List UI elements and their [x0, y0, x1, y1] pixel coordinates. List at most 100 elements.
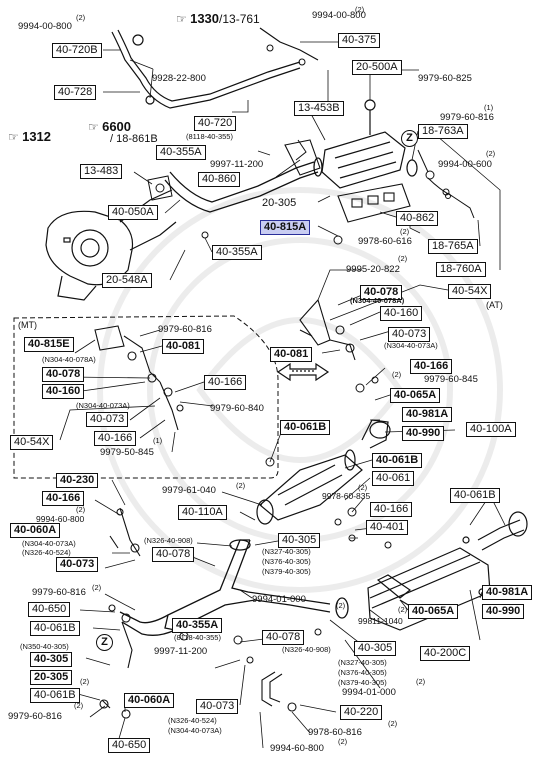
- part-N326-40-524[interactable]: (N326-40-524): [22, 548, 71, 557]
- part-40-375[interactable]: 40-375: [338, 33, 381, 48]
- part-9979-60-840[interactable]: 9979-60-840: [210, 403, 264, 414]
- part-40-073[interactable]: 40-073: [196, 699, 239, 714]
- part-18-760A[interactable]: 18-760A: [436, 262, 486, 277]
- part-40-981A[interactable]: 40-981A: [482, 585, 533, 600]
- part-20-305[interactable]: 20-305: [30, 670, 73, 685]
- part-9979-50-845[interactable]: 9979-50-845: [100, 447, 154, 458]
- part-40-650[interactable]: 40-650: [108, 738, 151, 753]
- part-N326-40-908[interactable]: (N326-40-908): [282, 645, 331, 654]
- part-40-860[interactable]: 40-860: [198, 172, 241, 187]
- part-9997-11-200[interactable]: 9997-11-200: [154, 646, 208, 657]
- part-40-230[interactable]: 40-230: [56, 473, 99, 488]
- part-9979-60-816[interactable]: 9979-60-816: [32, 587, 86, 598]
- part-40-305[interactable]: 40-305: [354, 641, 397, 656]
- part-40-160[interactable]: 40-160: [42, 384, 85, 399]
- part-40-065A[interactable]: 40-065A: [390, 388, 441, 403]
- part-N304-40-073A[interactable]: (N304-40-073A): [76, 401, 130, 410]
- part-N304-40-073A[interactable]: (N304-40-073A): [168, 726, 222, 735]
- part-N304-40-078A[interactable]: (N304-40-078A): [42, 355, 96, 364]
- part-9997-11-200[interactable]: 9997-11-200: [210, 159, 264, 170]
- part-40-166[interactable]: 40-166: [204, 375, 247, 390]
- part-13-453B[interactable]: 13-453B: [294, 101, 344, 116]
- part-40-081[interactable]: 40-081: [162, 339, 205, 354]
- part-40-061B[interactable]: 40-061B: [372, 453, 423, 468]
- part-9994-01-000[interactable]: 9994-01-000: [252, 594, 306, 605]
- part-9979-61-040[interactable]: 9979-61-040: [162, 485, 216, 496]
- part-40-355A[interactable]: 40-355A: [172, 618, 223, 633]
- part-40-815E[interactable]: 40-815E: [24, 337, 74, 352]
- part-40-160[interactable]: 40-160: [380, 306, 423, 321]
- part-N327-40-305[interactable]: (N327-40-305): [262, 547, 311, 556]
- part-40-355A[interactable]: 40-355A: [156, 145, 206, 160]
- part-9978-60-835[interactable]: 9978-60-835: [322, 491, 371, 501]
- part-20-305[interactable]: 20-305: [262, 197, 297, 209]
- part-40-720B[interactable]: 40-720B: [52, 43, 102, 58]
- part-40-061[interactable]: 40-061: [372, 471, 415, 486]
- part-40-728[interactable]: 40-728: [54, 85, 97, 100]
- part-N326-40-908[interactable]: (N326-40-908): [144, 536, 193, 545]
- part-N304-40-078A[interactable]: (N304-40-078A): [350, 296, 405, 305]
- part-9928-22-800[interactable]: 9928-22-800: [152, 73, 206, 84]
- part-9978-60-816[interactable]: 9978-60-816: [308, 727, 362, 738]
- part-9994-00-800[interactable]: 9994-00-800: [18, 21, 72, 32]
- part-40-166[interactable]: 40-166: [94, 431, 137, 446]
- part-40-990[interactable]: 40-990: [482, 604, 525, 619]
- part-N326-40-524[interactable]: (N326-40-524): [168, 716, 217, 725]
- part-40-073[interactable]: 40-073: [56, 557, 99, 572]
- part-9994-60-800[interactable]: 9994-60-800: [36, 514, 85, 524]
- part-N327-40-305[interactable]: (N327-40-305): [338, 658, 387, 667]
- part-9978-60-616[interactable]: 9978-60-616: [358, 236, 412, 247]
- part-40-073[interactable]: 40-073: [86, 412, 129, 427]
- part-8118-40-355[interactable]: (8118-40-355): [174, 633, 221, 642]
- part-40-305[interactable]: 40-305: [30, 652, 73, 667]
- part-40-54X[interactable]: 40-54X: [448, 284, 492, 299]
- part-40-305[interactable]: 40-305: [278, 533, 321, 548]
- part-18-765A[interactable]: 18-765A: [428, 239, 478, 254]
- part-40-060A[interactable]: 40-060A: [10, 523, 61, 538]
- part-40-990[interactable]: 40-990: [402, 426, 445, 441]
- part-40-166[interactable]: 40-166: [42, 491, 85, 506]
- part-40-078[interactable]: 40-078: [152, 547, 195, 562]
- part-40-060A[interactable]: 40-060A: [124, 693, 175, 708]
- part-40-166[interactable]: 40-166: [410, 359, 453, 374]
- part-40-355A[interactable]: 40-355A: [212, 245, 262, 260]
- part-N376-40-305[interactable]: (N376-40-305): [262, 557, 311, 566]
- part-18-763A[interactable]: 18-763A: [418, 124, 468, 139]
- part-40-078[interactable]: 40-078: [262, 630, 305, 645]
- part-9979-60-816[interactable]: 9979-60-816: [8, 711, 62, 722]
- part-20-500A[interactable]: 20-500A: [352, 60, 402, 75]
- part-40-815A[interactable]: 40-815A: [260, 220, 311, 235]
- part-40-100A[interactable]: 40-100A: [466, 422, 516, 437]
- part-40-078[interactable]: 40-078: [360, 285, 403, 300]
- part-40-050A[interactable]: 40-050A: [108, 205, 158, 220]
- part-9994-00-800[interactable]: 9994-00-800: [312, 10, 366, 21]
- part-40-061B[interactable]: 40-061B: [30, 688, 80, 703]
- part-40-065A[interactable]: 40-065A: [408, 604, 459, 619]
- part-40-061B[interactable]: 40-061B: [450, 488, 500, 503]
- part-40-166[interactable]: 40-166: [370, 502, 413, 517]
- part-40-54X[interactable]: 40-54X: [10, 435, 54, 450]
- part-9995-20-822[interactable]: 9995-20-822: [346, 264, 400, 275]
- part-40-061B[interactable]: 40-061B: [30, 621, 80, 636]
- part-9979-60-825[interactable]: 9979-60-825: [418, 73, 472, 84]
- part-N379-40-305[interactable]: (N379-40-305): [338, 678, 387, 687]
- part-N304-40-073A[interactable]: (N304-40-073A): [22, 539, 76, 548]
- part-40-078[interactable]: 40-078: [42, 367, 85, 382]
- part-20-548A[interactable]: 20-548A: [102, 273, 152, 288]
- part-40-401[interactable]: 40-401: [366, 520, 409, 535]
- part-9979-60-816[interactable]: 9979-60-816: [158, 324, 212, 335]
- part-40-981A[interactable]: 40-981A: [402, 407, 453, 422]
- part-40-200C[interactable]: 40-200C: [420, 646, 471, 661]
- part-9994-00-600[interactable]: 9994-00-600: [438, 159, 492, 170]
- part-N350-40-305[interactable]: (N350-40-305): [20, 642, 69, 651]
- part-40-650[interactable]: 40-650: [28, 602, 71, 617]
- part-40-720[interactable]: 40-720: [194, 116, 237, 131]
- part-N379-40-305[interactable]: (N379-40-305): [262, 567, 311, 576]
- part-40-220[interactable]: 40-220: [340, 705, 383, 720]
- part-40-110A[interactable]: 40-110A: [178, 505, 227, 520]
- part-40-061B[interactable]: 40-061B: [280, 420, 331, 435]
- part-9979-60-845[interactable]: 9979-60-845: [424, 374, 478, 385]
- part-9979-60-816[interactable]: 9979-60-816: [440, 112, 494, 123]
- part-99811-1040[interactable]: 99811-1040: [358, 616, 403, 626]
- part-9994-01-000[interactable]: 9994-01-000: [342, 687, 396, 698]
